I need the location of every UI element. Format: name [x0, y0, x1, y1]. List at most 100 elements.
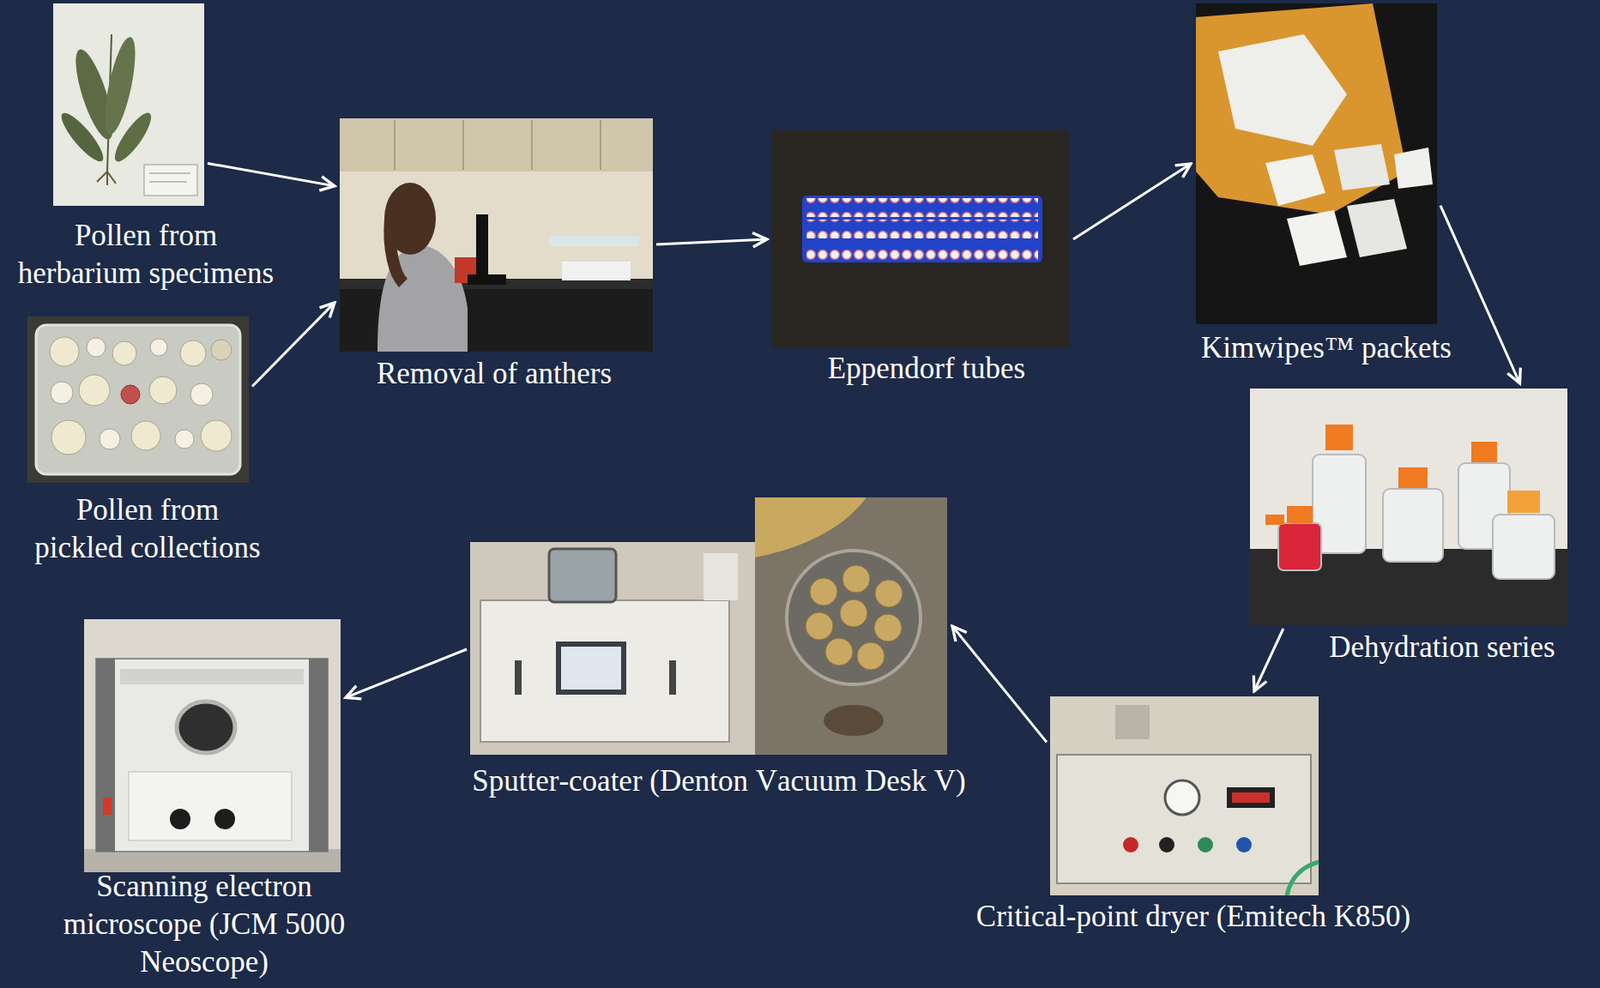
flow-arrow: [656, 239, 767, 245]
pressure-gauge: [1165, 780, 1200, 816]
process-photo: Sputter-coater (Denton Vacuum Desk V): [470, 497, 948, 755]
process-photo: Pollen from herbarium specimens: [53, 3, 205, 206]
jar-cap: [200, 420, 232, 452]
tube-row: [806, 219, 1039, 239]
lab-bench: [84, 849, 341, 873]
step-caption: Eppendorf tubes: [827, 350, 1026, 388]
jar-cap: [175, 429, 194, 449]
chamber-base: [823, 705, 884, 737]
step-caption: Sputter-coater (Denton Vacuum Desk V): [471, 762, 966, 801]
specimen-stub: [809, 578, 838, 606]
sem-case: [96, 658, 328, 852]
caption-slot: Pollen from pickled collections: [31, 491, 264, 568]
stub-holder: [786, 550, 921, 685]
specimen-stub: [874, 614, 902, 642]
jar-cap: [86, 338, 106, 357]
sem-front-panel: [128, 772, 292, 841]
process-photo: Critical-point dryer (Emitech K850): [1050, 696, 1319, 896]
label-line: [149, 181, 188, 183]
tissue-packet: [1346, 199, 1407, 258]
bottle-cap: [1507, 490, 1540, 514]
label-line: [149, 173, 191, 175]
jar-cap: [131, 421, 161, 451]
control-knob: [1159, 837, 1175, 853]
flow-arrow: [1440, 205, 1521, 384]
dryer-case: [1056, 754, 1311, 884]
bottle-cap: [1265, 514, 1285, 526]
bottle-cap: [1286, 506, 1313, 524]
specimen-stub: [842, 565, 870, 593]
tube-rack: [802, 195, 1043, 263]
sample-tray: [561, 261, 631, 281]
step-caption: Removal of anthers: [376, 355, 612, 393]
specimen-stub: [857, 642, 885, 671]
sputter-photo: [470, 497, 948, 755]
microscope: [476, 214, 489, 284]
step-caption: Scanning electron microscope (JCM 5000 N…: [49, 868, 359, 982]
flow-arrow: [1073, 163, 1191, 240]
step-caption: Pollen from pickled collections: [31, 491, 264, 568]
jar-cap: [149, 376, 177, 405]
red-solution-bottle: [1278, 523, 1322, 571]
screen-display: [561, 646, 622, 690]
gas-line: [1286, 862, 1319, 896]
eppendorf-photo: [772, 130, 1070, 349]
caption-slot: Kimwipes™ packets: [1201, 329, 1452, 368]
control-knob: [1197, 837, 1214, 853]
person-hair: [389, 218, 404, 284]
temperature-display: [1226, 787, 1275, 809]
glass-bottle: [1492, 514, 1555, 580]
flow-arrow: [207, 163, 335, 186]
control-knob: [1123, 837, 1139, 853]
jar-cap: [180, 340, 206, 367]
jar-cap: [50, 381, 73, 405]
kimwipes-photo: [1195, 3, 1437, 325]
sem-photo: [84, 619, 341, 873]
jar-cap: [99, 428, 121, 450]
jar-cap: [120, 385, 140, 405]
shelf-item: [703, 553, 738, 601]
bottle-cap: [1398, 467, 1428, 489]
specimen-stub: [875, 579, 903, 608]
plant-leaf: [55, 108, 109, 167]
specimen-stub: [805, 612, 834, 640]
sem-top-strip: [120, 669, 304, 685]
lab-wall: [1249, 388, 1568, 626]
jar-cap: [150, 338, 168, 357]
caption-slot: Eppendorf tubes: [827, 350, 1026, 388]
photo-ground: [27, 316, 249, 484]
tissue-packet: [1265, 154, 1326, 206]
display-digits: [1231, 792, 1270, 804]
process-photo: Pollen from pickled collections: [27, 316, 249, 484]
caption-slot: Sputter-coater (Denton Vacuum Desk V): [471, 762, 966, 801]
herbarium-photo: [53, 3, 205, 206]
specimen-stub: [839, 599, 868, 628]
tissue-packet: [1394, 147, 1433, 189]
lab-wall: [339, 118, 653, 352]
jar-cap: [190, 383, 213, 406]
vacuum-chamber: [549, 549, 616, 603]
caption-slot: Removal of anthers: [376, 355, 612, 393]
step-caption: Kimwipes™ packets: [1201, 329, 1452, 368]
herbarium-sheet: [53, 3, 205, 206]
pickled-photo: [27, 316, 249, 484]
bottle-cap: [1471, 441, 1498, 463]
control-knob: [169, 809, 191, 830]
control-knob: [1236, 837, 1252, 853]
photo-ground: [772, 130, 1070, 349]
sem-side-panel: [96, 658, 115, 852]
process-photo: Removal of anthers: [339, 118, 653, 352]
jar-cap: [78, 374, 110, 406]
dehydration-photo: [1249, 388, 1568, 626]
cabinet-doors: [394, 120, 601, 170]
tube-row: [806, 241, 1039, 260]
lab-wall: [470, 542, 755, 755]
photo-ground: [754, 497, 948, 755]
tube-row: [806, 198, 1039, 218]
process-photo: Scanning electron microscope (JCM 5000 N…: [84, 619, 341, 873]
step-caption: Critical-point dryer (Emitech K850): [976, 898, 1411, 936]
bottle-cap: [1325, 424, 1353, 451]
